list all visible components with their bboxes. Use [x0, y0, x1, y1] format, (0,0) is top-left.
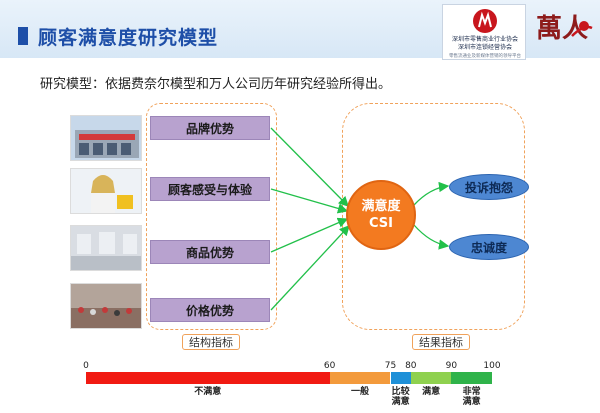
- scale-tick-label: 60: [323, 361, 336, 371]
- scale-segment: [451, 372, 492, 384]
- model-description: 研究模型：依据费奈尔模型和万人公司历年研究经验所得出。: [40, 77, 392, 92]
- customer-photo: [70, 168, 142, 214]
- arrow-brand-to-csi: [270, 127, 349, 207]
- factor-product-advantage: 商品优势: [150, 240, 270, 264]
- scale-tick-label: 90: [445, 361, 458, 371]
- outcome-loyalty: 忠诚度: [449, 234, 529, 260]
- brand-swoosh-icon: [571, 21, 593, 37]
- brand-logo: 萬人: [532, 6, 594, 56]
- scale-tick-label: 75: [384, 361, 397, 371]
- scale-segment-label: 满意: [422, 387, 441, 397]
- scale-tick-label: 100: [483, 361, 501, 371]
- csi-acronym: CSI: [369, 216, 393, 231]
- structure-indicator-caption: 结构指标: [182, 334, 240, 350]
- page-title: 顾客满意度研究模型: [38, 27, 219, 49]
- scale-segment: [329, 372, 391, 384]
- scale-segment: [410, 372, 452, 384]
- mall-interior-photo: [70, 225, 142, 271]
- scale-segment-label: 一般: [351, 387, 370, 397]
- arrow-price-to-csi: [270, 225, 350, 311]
- factor-customer-experience: 顾客感受与体验: [150, 177, 270, 201]
- store-exterior-photo: [70, 115, 142, 161]
- factor-brand-advantage: 品牌优势: [150, 116, 270, 140]
- association-emblem-icon: [473, 9, 497, 33]
- arrow-experience-to-csi: [270, 188, 349, 214]
- scale-tick-label: 0: [83, 361, 89, 371]
- factor-price-advantage: 价格优势: [150, 298, 270, 322]
- arrow-product-to-csi: [270, 217, 349, 253]
- outcome-indicator-frame: [342, 103, 525, 330]
- logo-text-chain: 深圳市连锁经营协会: [457, 44, 512, 51]
- csi-label: 满意度: [361, 199, 401, 214]
- scale-segment-label: 比较满意: [391, 387, 410, 407]
- outcome-complaint: 投诉抱怨: [449, 174, 529, 200]
- outcome-indicator-caption: 结果指标: [412, 334, 470, 350]
- scale-segment-label: 不满意: [194, 387, 222, 397]
- association-logo: 深圳市零售商业行业协会 深圳市连锁经营协会 零售流通业及新媒体营销的领导平台: [442, 4, 526, 60]
- scale-tick-label: 80: [405, 361, 417, 371]
- logo-text-retail: 深圳市零售商业行业协会: [451, 36, 518, 43]
- crowd-event-photo: [70, 283, 142, 329]
- scale-segment-label: 非常满意: [462, 387, 481, 407]
- structure-indicator-frame: [146, 103, 277, 330]
- scale-segment: [390, 372, 411, 384]
- csi-node: 满意度 CSI: [346, 180, 416, 250]
- scale-segment: [86, 372, 330, 384]
- title-accent-bar: [18, 27, 28, 45]
- logo-text-tagline: 零售流通业及新媒体营销的领导平台: [449, 54, 521, 59]
